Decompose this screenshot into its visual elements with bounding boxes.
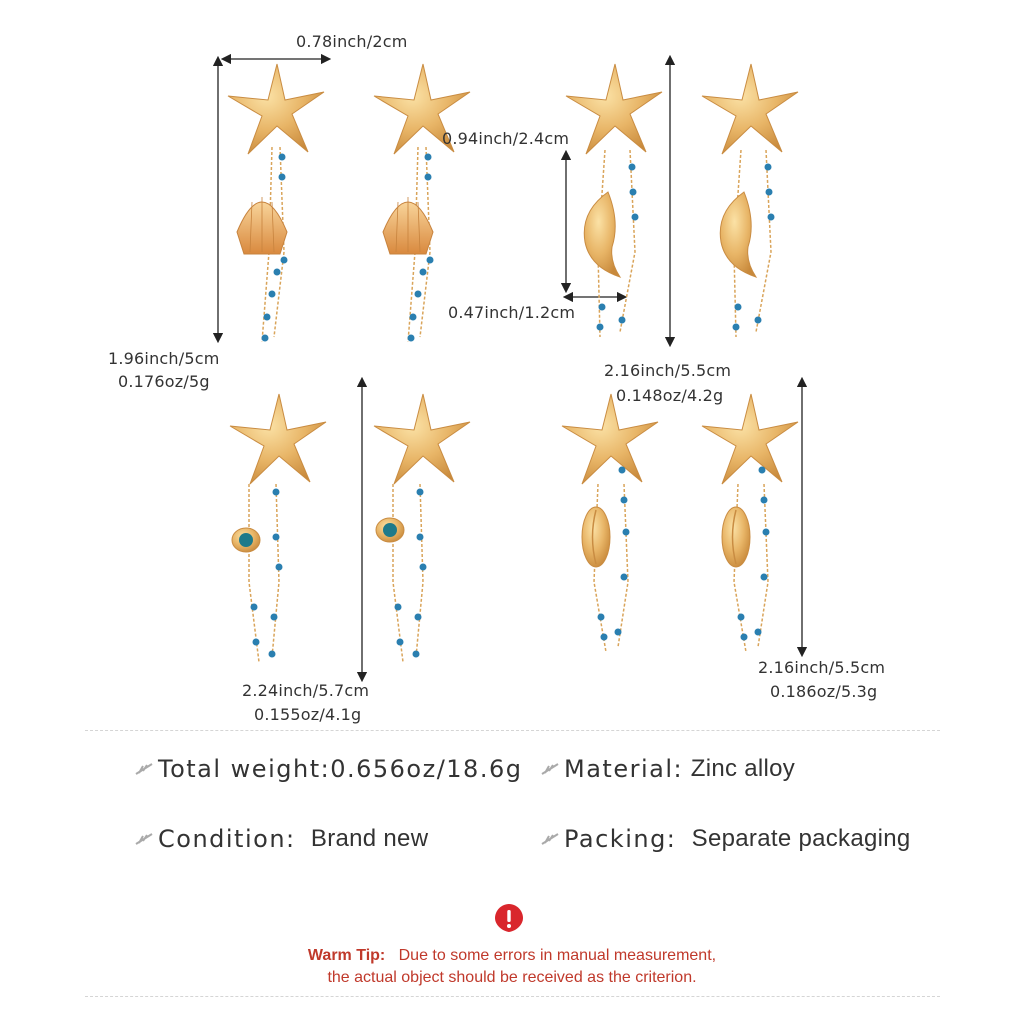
measure-pair2-weight: 0.148oz/4.2g	[616, 386, 724, 405]
measure-pair4-weight: 0.186oz/5.3g	[770, 682, 878, 701]
warning-icon	[495, 904, 523, 932]
measure-top-width: 0.78inch/2cm	[296, 32, 408, 51]
measure-pair2-charm-height: 0.94inch/2.4cm	[442, 129, 570, 148]
measure-pair4-length: 2.16inch/5.5cm	[758, 658, 886, 677]
measure-pair2-charm-width: 0.47inch/1.2cm	[448, 303, 576, 322]
spec-condition: Condition: Brand new	[134, 825, 428, 853]
spec-packing-label: Packing:	[564, 825, 677, 853]
measure-pair3-length: 2.24inch/5.7cm	[242, 681, 370, 700]
warm-tip-text1: Due to some errors in manual measurement…	[398, 947, 717, 964]
spec-packing: Packing: Separate packaging	[540, 825, 911, 853]
measure-pair2-length: 2.16inch/5.5cm	[604, 361, 732, 380]
feather-icon	[541, 833, 559, 845]
earring-shell-left	[227, 63, 325, 343]
spec-total-weight-label: Total weight	[158, 755, 321, 783]
measure-pair1-weight: 0.176oz/5g	[118, 372, 210, 391]
earring-dolphin-left	[565, 63, 663, 338]
spec-condition-value: Brand new	[310, 825, 429, 852]
divider-bottom	[85, 996, 940, 997]
earring-turtle-right	[373, 393, 471, 663]
warm-tip-line2: the actual object should be received as …	[327, 969, 697, 986]
spec-material-value: Zinc alloy	[690, 755, 796, 782]
measure-pair3-weight: 0.155oz/4.1g	[254, 705, 362, 724]
earring-shell-right	[373, 63, 471, 343]
feather-icon	[135, 833, 153, 845]
spec-total-weight: Total weight:0.656oz/18.6g	[134, 755, 522, 783]
spec-total-weight-value: 0.656oz/18.6g	[330, 755, 523, 783]
earring-dolphin-right	[701, 63, 799, 338]
spec-material-label: Material:	[564, 755, 684, 783]
divider-top	[85, 730, 940, 731]
spec-total-weight-sep: :	[320, 755, 331, 783]
warm-tip-label: Warm Tip:	[307, 947, 386, 964]
feather-icon	[135, 763, 153, 775]
earring-cowrie-left	[561, 393, 659, 653]
measure-pair1-length: 1.96inch/5cm	[108, 349, 220, 368]
spec-material: Material: Zinc alloy	[540, 755, 795, 783]
earring-cowrie-right	[701, 393, 799, 653]
spec-condition-label: Condition:	[158, 825, 296, 853]
feather-icon	[541, 763, 559, 775]
warm-tip-line1: Warm Tip: Due to some errors in manual m…	[0, 947, 1024, 965]
earring-turtle-left	[229, 393, 327, 663]
spec-packing-value: Separate packaging	[691, 825, 911, 852]
